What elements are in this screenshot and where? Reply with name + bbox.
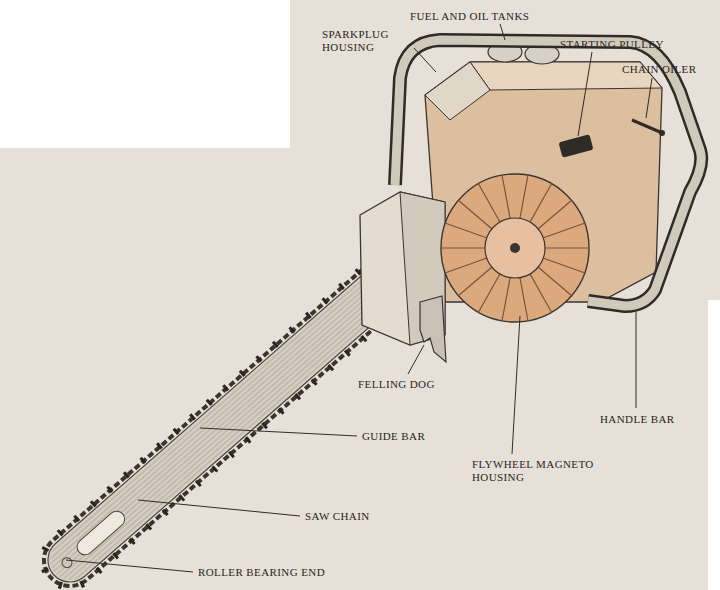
part-label: CHAIN OILER [622, 63, 696, 76]
leader-line [200, 428, 357, 436]
guide-bar [39, 260, 408, 590]
leader-line [512, 316, 520, 454]
oiler-knob [659, 130, 665, 136]
part-label: SAW CHAIN [305, 510, 370, 523]
leader-line [636, 312, 637, 408]
leader-line [66, 560, 193, 572]
part-label: ROLLER BEARING END [198, 566, 325, 579]
blank-strip [708, 300, 720, 590]
hub-bolt [510, 243, 520, 253]
blank-corner [0, 0, 290, 148]
leader-line [578, 52, 592, 136]
bar-shading [42, 262, 407, 589]
cooling-fins [441, 175, 589, 321]
guide-bar-group [32, 256, 411, 590]
leader-line [138, 500, 300, 516]
leader-line [500, 24, 505, 40]
flywheel-housing [441, 174, 589, 322]
felling-dog [420, 296, 446, 362]
part-label: STARTING PULLEY [560, 38, 664, 51]
leader-line [414, 48, 436, 72]
flywheel-hub [485, 218, 545, 278]
leader-line [408, 345, 424, 374]
leader-lines [66, 24, 652, 572]
saw-chain [33, 257, 410, 590]
part-label: FLYWHEEL MAGNETO HOUSING [472, 458, 594, 484]
leader-line [646, 78, 652, 118]
part-label: FELLING DOG [358, 378, 435, 391]
part-label: SPARKPLUG HOUSING [322, 28, 410, 54]
starting-pulley [558, 134, 593, 158]
chain-oiler [632, 120, 660, 132]
roller-bearing [60, 556, 74, 570]
part-label: FUEL AND OIL TANKS [410, 10, 529, 23]
part-label: HANDLE BAR [600, 413, 675, 426]
chain-teeth [32, 256, 411, 590]
part-label: GUIDE BAR [362, 430, 425, 443]
